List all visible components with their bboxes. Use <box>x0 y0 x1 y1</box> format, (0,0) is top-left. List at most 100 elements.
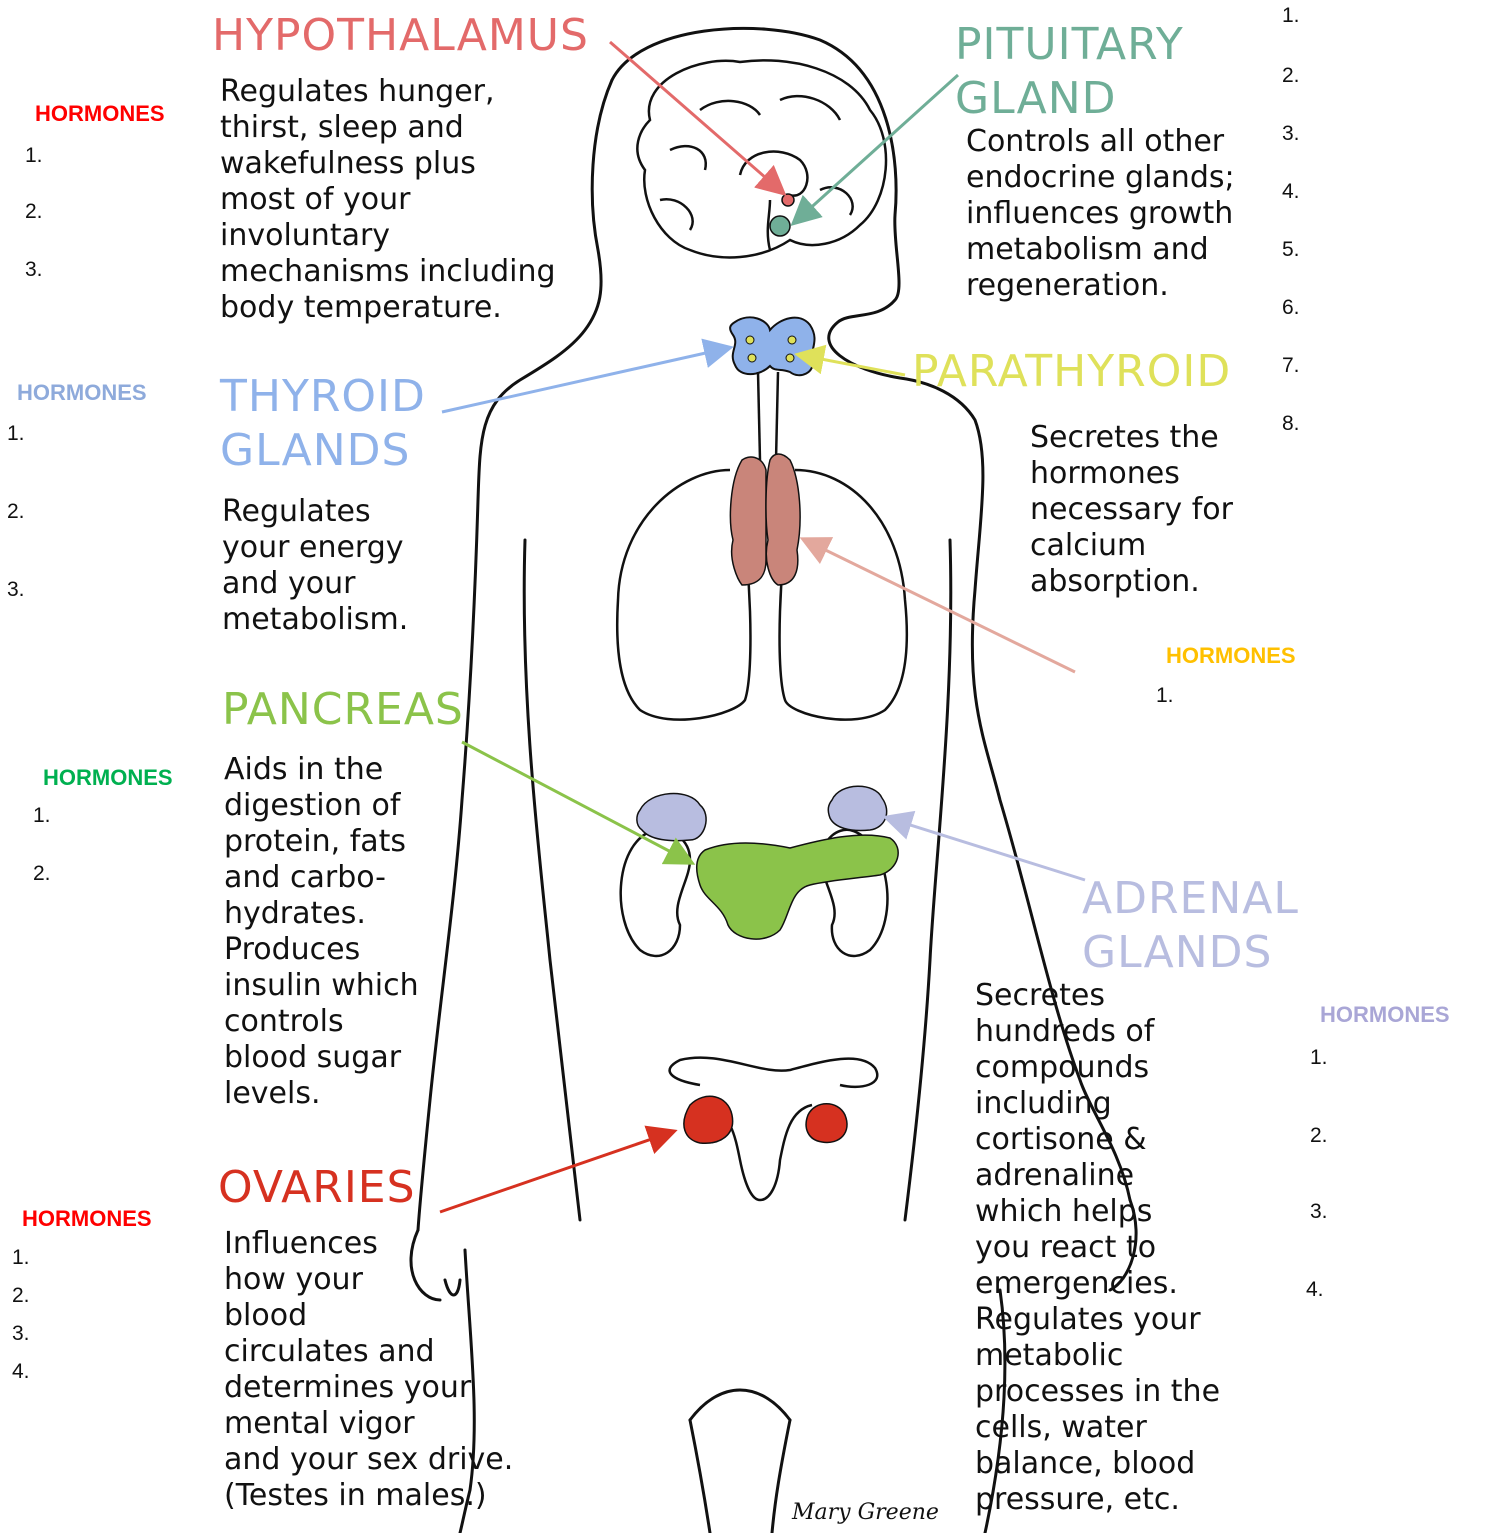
hormone-blank[interactable]: 2. <box>1282 64 1300 88</box>
text-line: circulates and <box>224 1334 513 1370</box>
organ-chest-right <box>766 454 800 585</box>
hormones-heading: HORMONES <box>43 765 173 791</box>
adrenal-left-organ <box>637 794 706 841</box>
hormone-blank[interactable]: 1. <box>33 804 51 828</box>
text-line: thirst, sleep and <box>220 110 556 146</box>
hormone-blank[interactable]: 1. <box>7 422 25 446</box>
hormone-blank[interactable]: 1. <box>1282 4 1300 28</box>
text-line: cells, water <box>975 1410 1220 1446</box>
arrow-adrenal <box>888 818 1085 880</box>
hormone-blank[interactable]: 5. <box>1282 238 1300 262</box>
hormones-heading: HORMONES <box>1320 1002 1450 1028</box>
text-line: blood sugar <box>224 1040 419 1076</box>
text-line: calcium <box>1030 528 1233 564</box>
text-line: hydrates. <box>224 896 419 932</box>
text-line: how your <box>224 1262 513 1298</box>
text-line: THYROID <box>220 370 426 424</box>
hormone-blank[interactable]: 2. <box>1310 1124 1328 1148</box>
text-line: levels. <box>224 1076 419 1112</box>
text-line: adrenaline <box>975 1158 1220 1194</box>
text-line: hormones <box>1030 456 1233 492</box>
text-line: Aids in the <box>224 752 419 788</box>
text-line: ADRENAL <box>1082 872 1299 926</box>
hormone-blank[interactable]: 2. <box>7 500 25 524</box>
hormones-heading: HORMONES <box>35 101 165 127</box>
hormone-blank[interactable]: 4. <box>1306 1278 1324 1302</box>
text-line: involuntary <box>220 218 556 254</box>
text-line: body temperature. <box>220 290 556 326</box>
hormone-blank[interactable]: 1. <box>1310 1046 1328 1070</box>
text-line: digestion of <box>224 788 419 824</box>
text-line: and your <box>222 566 408 602</box>
hormone-blank[interactable]: 7. <box>1282 354 1300 378</box>
text-line: including <box>975 1086 1220 1122</box>
hormone-blank[interactable]: 1. <box>12 1246 30 1270</box>
text-line: and your sex drive. <box>224 1442 513 1478</box>
hormones-heading: HORMONES <box>17 380 147 406</box>
hormone-blank[interactable]: 3. <box>1310 1200 1328 1224</box>
text-line: Influences <box>224 1226 513 1262</box>
text-line: absorption. <box>1030 564 1233 600</box>
artist-signature: Mary Greene <box>792 1500 939 1525</box>
hormone-blank[interactable]: 4. <box>12 1360 30 1384</box>
text-line: mental vigor <box>224 1406 513 1442</box>
text-line: wakefulness plus <box>220 146 556 182</box>
hormone-blank[interactable]: 3. <box>7 578 25 602</box>
text-line: Controls all other <box>966 124 1235 160</box>
hormone-blank[interactable]: 3. <box>1282 122 1300 146</box>
text-line: endocrine glands; <box>966 160 1235 196</box>
hormone-blank[interactable]: 1. <box>25 144 43 168</box>
text-line: compounds <box>975 1050 1220 1086</box>
ovaries-title: OVARIES <box>218 1166 416 1210</box>
hormone-blank[interactable]: 2. <box>25 200 43 224</box>
text-line: pressure, etc. <box>975 1482 1220 1518</box>
text-line: GLANDS <box>1082 926 1299 980</box>
text-line: influences growth <box>966 196 1235 232</box>
thyroid-organ <box>730 317 814 375</box>
text-line: necessary for <box>1030 492 1233 528</box>
text-line: blood <box>224 1298 513 1334</box>
arrow-thyroid <box>442 348 728 412</box>
text-line: controls <box>224 1004 419 1040</box>
text-line: Secretes <box>975 978 1220 1014</box>
text-line: Regulates your <box>975 1302 1220 1338</box>
organ-chest-left <box>730 457 766 585</box>
text-line: protein, fats <box>224 824 419 860</box>
hormone-blank[interactable]: 3. <box>12 1322 30 1346</box>
hormone-blank[interactable]: 1. <box>1156 684 1174 708</box>
hormone-blank[interactable]: 4. <box>1282 180 1300 204</box>
pancreas-title: PANCREAS <box>222 688 464 732</box>
text-line: processes in the <box>975 1374 1220 1410</box>
text-line: balance, blood <box>975 1446 1220 1482</box>
hypothalamus-title: HYPOTHALAMUS <box>212 14 589 58</box>
text-line: which helps <box>975 1194 1220 1230</box>
trachea <box>758 372 778 460</box>
hormones-heading: HORMONES <box>22 1206 152 1232</box>
hormone-blank[interactable]: 8. <box>1282 412 1300 436</box>
text-line: you react to <box>975 1230 1220 1266</box>
parathyroid-title: PARATHYROID <box>912 350 1231 394</box>
text-line: most of your <box>220 182 556 218</box>
text-line: your energy <box>222 530 408 566</box>
hormone-blank[interactable]: 2. <box>33 862 51 886</box>
ovary-left-organ <box>684 1096 733 1143</box>
text-line: emergencies. <box>975 1266 1220 1302</box>
text-line: PITUITARY <box>955 18 1184 72</box>
text-line: Secretes the <box>1030 420 1233 456</box>
hormone-blank[interactable]: 2. <box>12 1284 30 1308</box>
hormone-blank[interactable]: 3. <box>25 258 43 282</box>
pituitary-organ <box>770 216 790 236</box>
text-line: metabolism. <box>222 602 408 638</box>
adrenal-right-organ <box>828 786 886 830</box>
hormone-blank[interactable]: 6. <box>1282 296 1300 320</box>
hypothalamus-description: Regulates hunger,thirst, sleep andwakefu… <box>220 74 556 326</box>
text-line: metabolic <box>975 1338 1220 1374</box>
